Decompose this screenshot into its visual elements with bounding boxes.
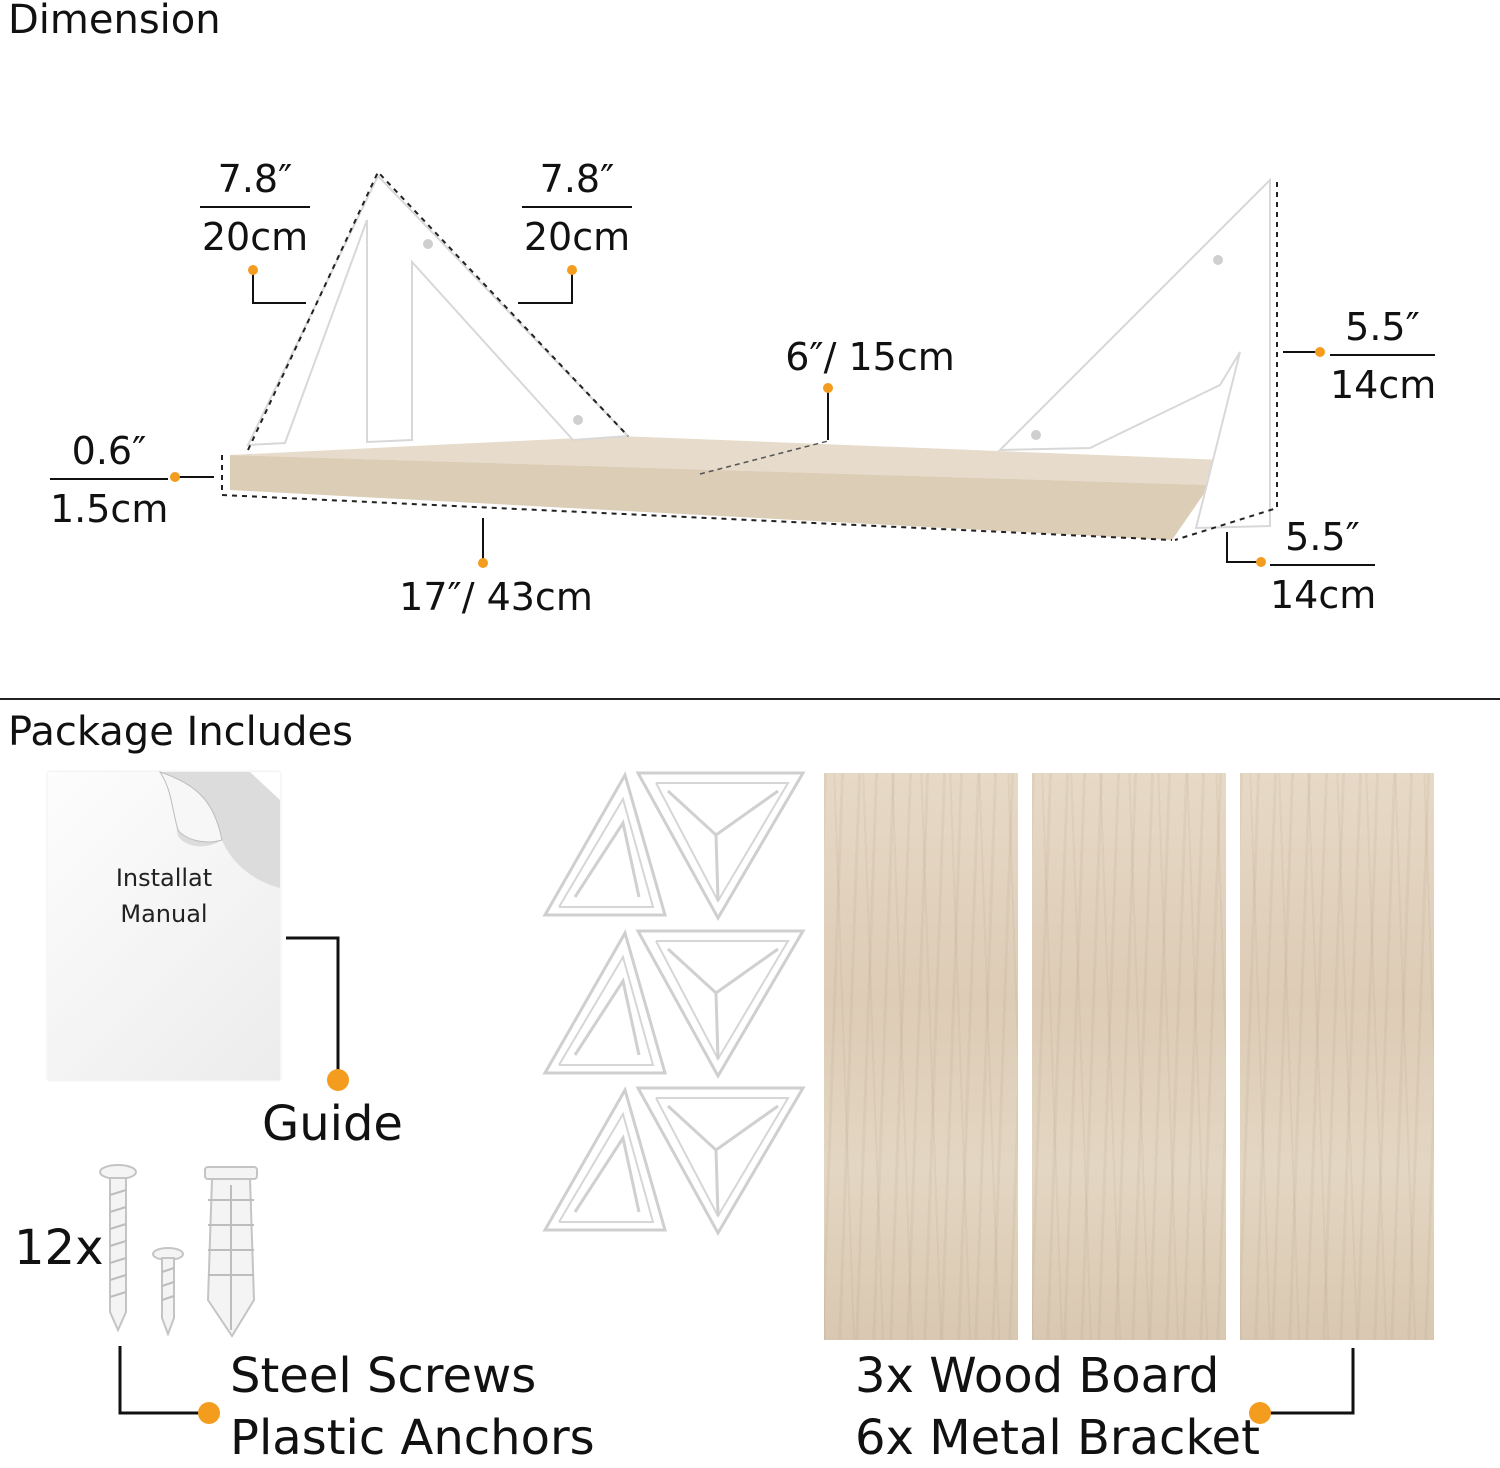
- long-screw: [109, 1177, 127, 1333]
- board-thickness-dimension: 0.6″ 1.5cm: [50, 429, 169, 531]
- wood-board: [1032, 773, 1226, 1340]
- package-title: Package Includes: [8, 709, 353, 755]
- shelf-dimension-drawing: [170, 170, 1325, 568]
- marker-dot: [567, 265, 577, 275]
- bracket-height-dimension: 5.5″ 14cm: [1330, 305, 1437, 407]
- metal-bracket-label: 6x Metal Bracket: [855, 1410, 1260, 1466]
- bracket-dashed-outline: [247, 170, 629, 451]
- right-bracket: [997, 177, 1271, 530]
- marker-dot: [248, 265, 258, 275]
- screws-label: Steel Screws: [230, 1348, 537, 1404]
- wood-board: [824, 773, 1018, 1340]
- bracket-left-inner-dimension: 7.8″ 20cm: [522, 157, 632, 259]
- section-divider: [0, 698, 1500, 700]
- shelf-board-top: [230, 436, 1250, 485]
- metal-bracket: [543, 1088, 667, 1232]
- metal-bracket: [543, 773, 667, 917]
- marker-dot: [170, 472, 180, 482]
- marker-dot: [327, 1069, 349, 1091]
- guide-label: Guide: [262, 1096, 403, 1152]
- depth-dashed-line: [699, 440, 829, 475]
- marker-dot: [1315, 347, 1325, 357]
- wood-board: [1240, 773, 1434, 1340]
- marker-dot: [823, 383, 833, 393]
- shelf-depth-dimension: 6″/ 15cm: [785, 335, 955, 379]
- bracket-depth-dimension: 5.5″ 14cm: [1270, 515, 1377, 617]
- dimension-title: Dimension: [8, 0, 221, 43]
- metal-bracket: [636, 771, 805, 920]
- front-dashed-outline: [221, 455, 1173, 541]
- metal-bracket: [636, 929, 805, 1078]
- bracket-left-outer-dimension: 7.8″ 20cm: [200, 157, 310, 259]
- manual-cover-text: Installat Manual: [115, 864, 213, 928]
- metal-bracket: [543, 931, 667, 1075]
- marker-dot: [198, 1402, 220, 1424]
- shelf-board-front: [230, 455, 1210, 540]
- marker-dot: [478, 558, 488, 568]
- short-screw: [161, 1257, 175, 1337]
- screws-count: 12x: [14, 1220, 104, 1276]
- anchors-label: Plastic Anchors: [230, 1410, 595, 1466]
- shelf-length-dimension: 17″/ 43cm: [399, 575, 593, 619]
- marker-dot: [1249, 1402, 1271, 1424]
- metal-bracket: [636, 1086, 805, 1235]
- marker-dot: [1256, 557, 1266, 567]
- wood-board-label: 3x Wood Board: [855, 1348, 1220, 1404]
- left-bracket: [246, 174, 631, 447]
